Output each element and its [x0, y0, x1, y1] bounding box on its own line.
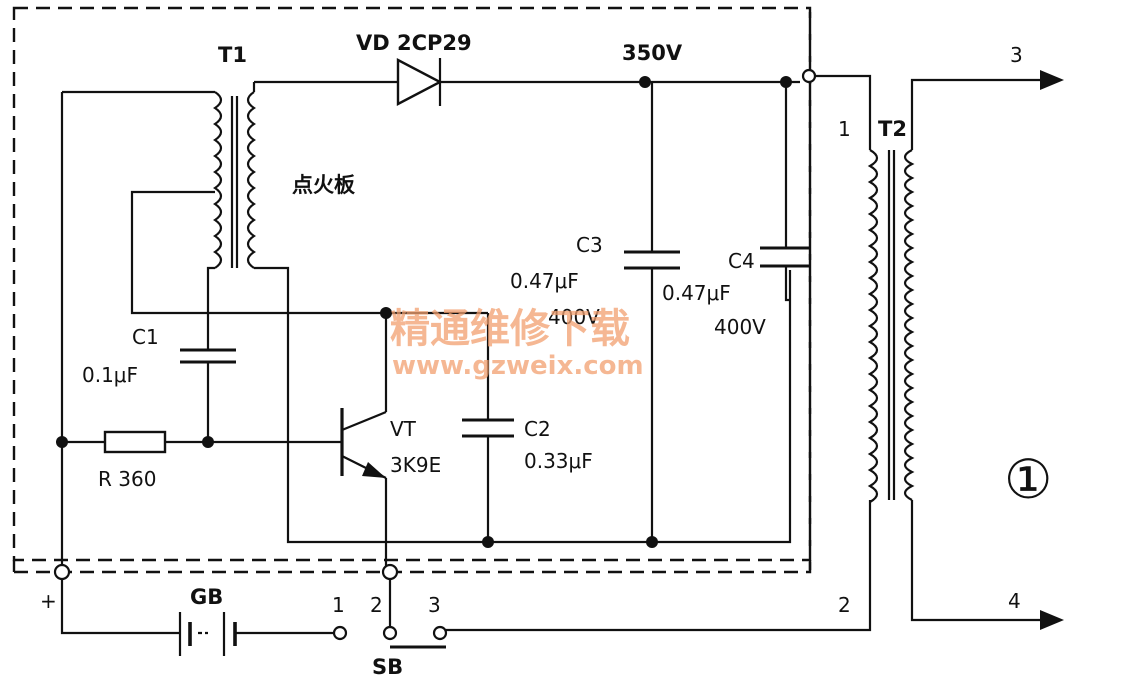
t2-pin4-label: 4 — [1008, 589, 1021, 613]
vt-name-label: VT — [390, 417, 417, 441]
t1-label: T1 — [218, 43, 247, 67]
figure-number: ① — [1004, 448, 1052, 511]
watermark-cn: 精通维修下载 — [390, 306, 630, 352]
switch-pos1-label: 1 — [332, 593, 345, 617]
c2-value-label: 0.33μF — [524, 449, 593, 473]
c2-name-label: C2 — [524, 417, 551, 441]
switch-pos3-label: 3 — [428, 593, 441, 617]
t2-label: T2 — [878, 117, 907, 141]
battery-label: GB — [190, 585, 223, 609]
c3-voltage-label: 400V — [548, 305, 600, 329]
transformer-t2 — [867, 149, 915, 503]
c3-name-label: C3 — [576, 233, 603, 257]
transformer-t1 — [213, 91, 256, 269]
diode-vd — [396, 58, 443, 106]
vt-type-label: 3K9E — [390, 453, 441, 477]
capacitor-c2 — [462, 418, 514, 438]
output-3-arrow — [1040, 70, 1064, 90]
junction-dots — [56, 76, 792, 548]
c4-name-label: C4 — [728, 249, 755, 273]
resistor-r — [103, 430, 167, 454]
switch-pos2-label: 2 — [370, 593, 383, 617]
c4-voltage-label: 400V — [714, 315, 766, 339]
watermark-url: www.gzweix.com — [392, 351, 644, 381]
capacitor-c1 — [180, 348, 236, 364]
c4-value-label: 0.47μF — [662, 281, 731, 305]
t2-pin2-label: 2 — [838, 593, 851, 617]
board-outline-lower — [14, 8, 812, 574]
c1-value-label: 0.1μF — [82, 363, 138, 387]
t2-pin3-label: 3 — [1010, 43, 1023, 67]
battery-gb — [178, 612, 237, 656]
wires — [60, 74, 1040, 649]
t2-pin1-label: 1 — [838, 117, 851, 141]
capacitor-c4 — [760, 246, 810, 268]
c3-value-label: 0.47μF — [510, 269, 579, 293]
transistor-vt — [340, 408, 387, 479]
plus-label: + — [40, 589, 57, 613]
capacitor-c3 — [624, 250, 680, 270]
voltage-label: 350V — [622, 41, 683, 65]
terminals — [53, 68, 817, 641]
c1-name-label: C1 — [132, 325, 159, 349]
diode-label: VD 2CP29 — [356, 31, 472, 55]
output-4-arrow — [1040, 610, 1064, 630]
switch-label: SB — [372, 655, 403, 676]
resistor-label: R 360 — [98, 467, 156, 491]
board-label: 点火板 — [292, 173, 356, 197]
